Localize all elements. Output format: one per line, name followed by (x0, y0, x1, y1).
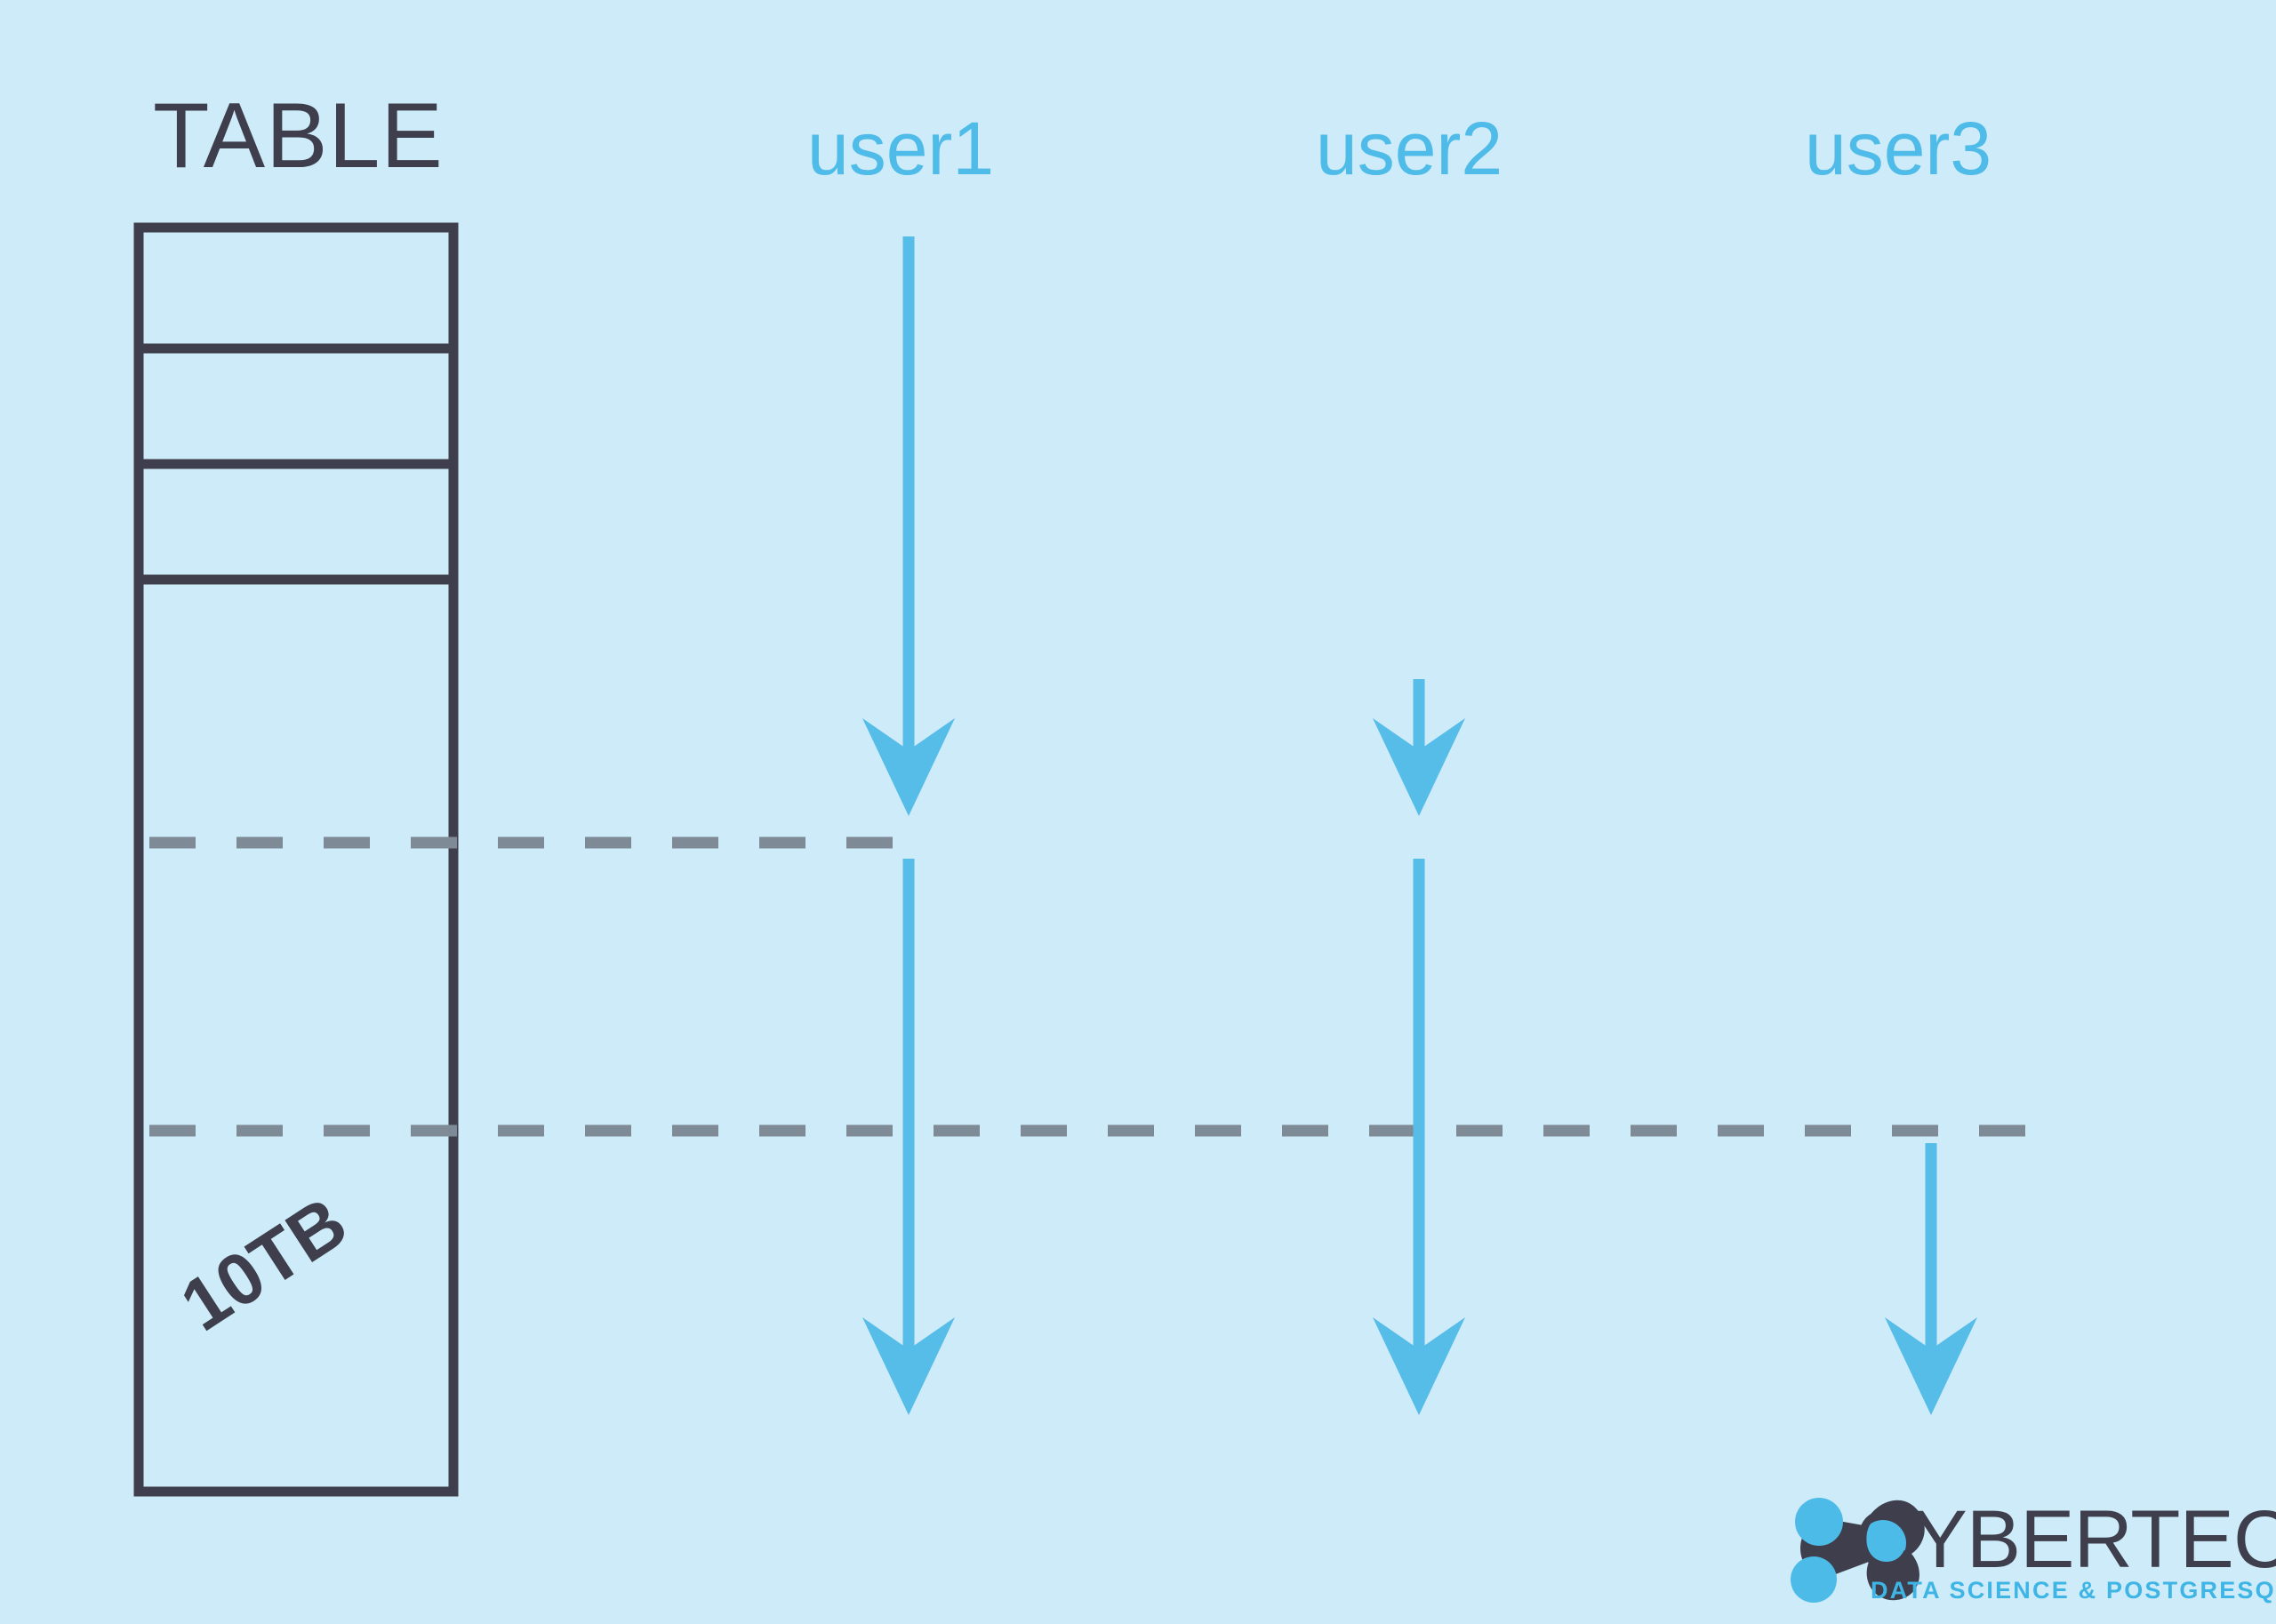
user2-arrow-group (1373, 679, 1465, 1415)
user2-label: user2 (1316, 107, 1503, 190)
molecule-node-bottom (1791, 1556, 1837, 1603)
cybertec-logo: CYBERTEC DATA SCIENCE & POSTGRESQL (1791, 1494, 2276, 1604)
user1-arrow-group (862, 236, 955, 1415)
user1-label: user1 (807, 107, 994, 190)
molecule-node-right (1860, 1520, 1906, 1566)
table-title: TABLE (153, 84, 444, 188)
table-outline (133, 222, 459, 1497)
molecule-node-top (1795, 1498, 1843, 1546)
user3-arrow-group (1885, 1143, 1977, 1415)
user3-label: user3 (1805, 107, 1992, 190)
logo-wordmark: CYBERTEC (1855, 1494, 2276, 1585)
molecule-icon (1791, 1498, 1925, 1603)
logo-tagline: DATA SCIENCE & POSTGRESQL (1871, 1577, 2276, 1604)
table-box (133, 222, 459, 1497)
